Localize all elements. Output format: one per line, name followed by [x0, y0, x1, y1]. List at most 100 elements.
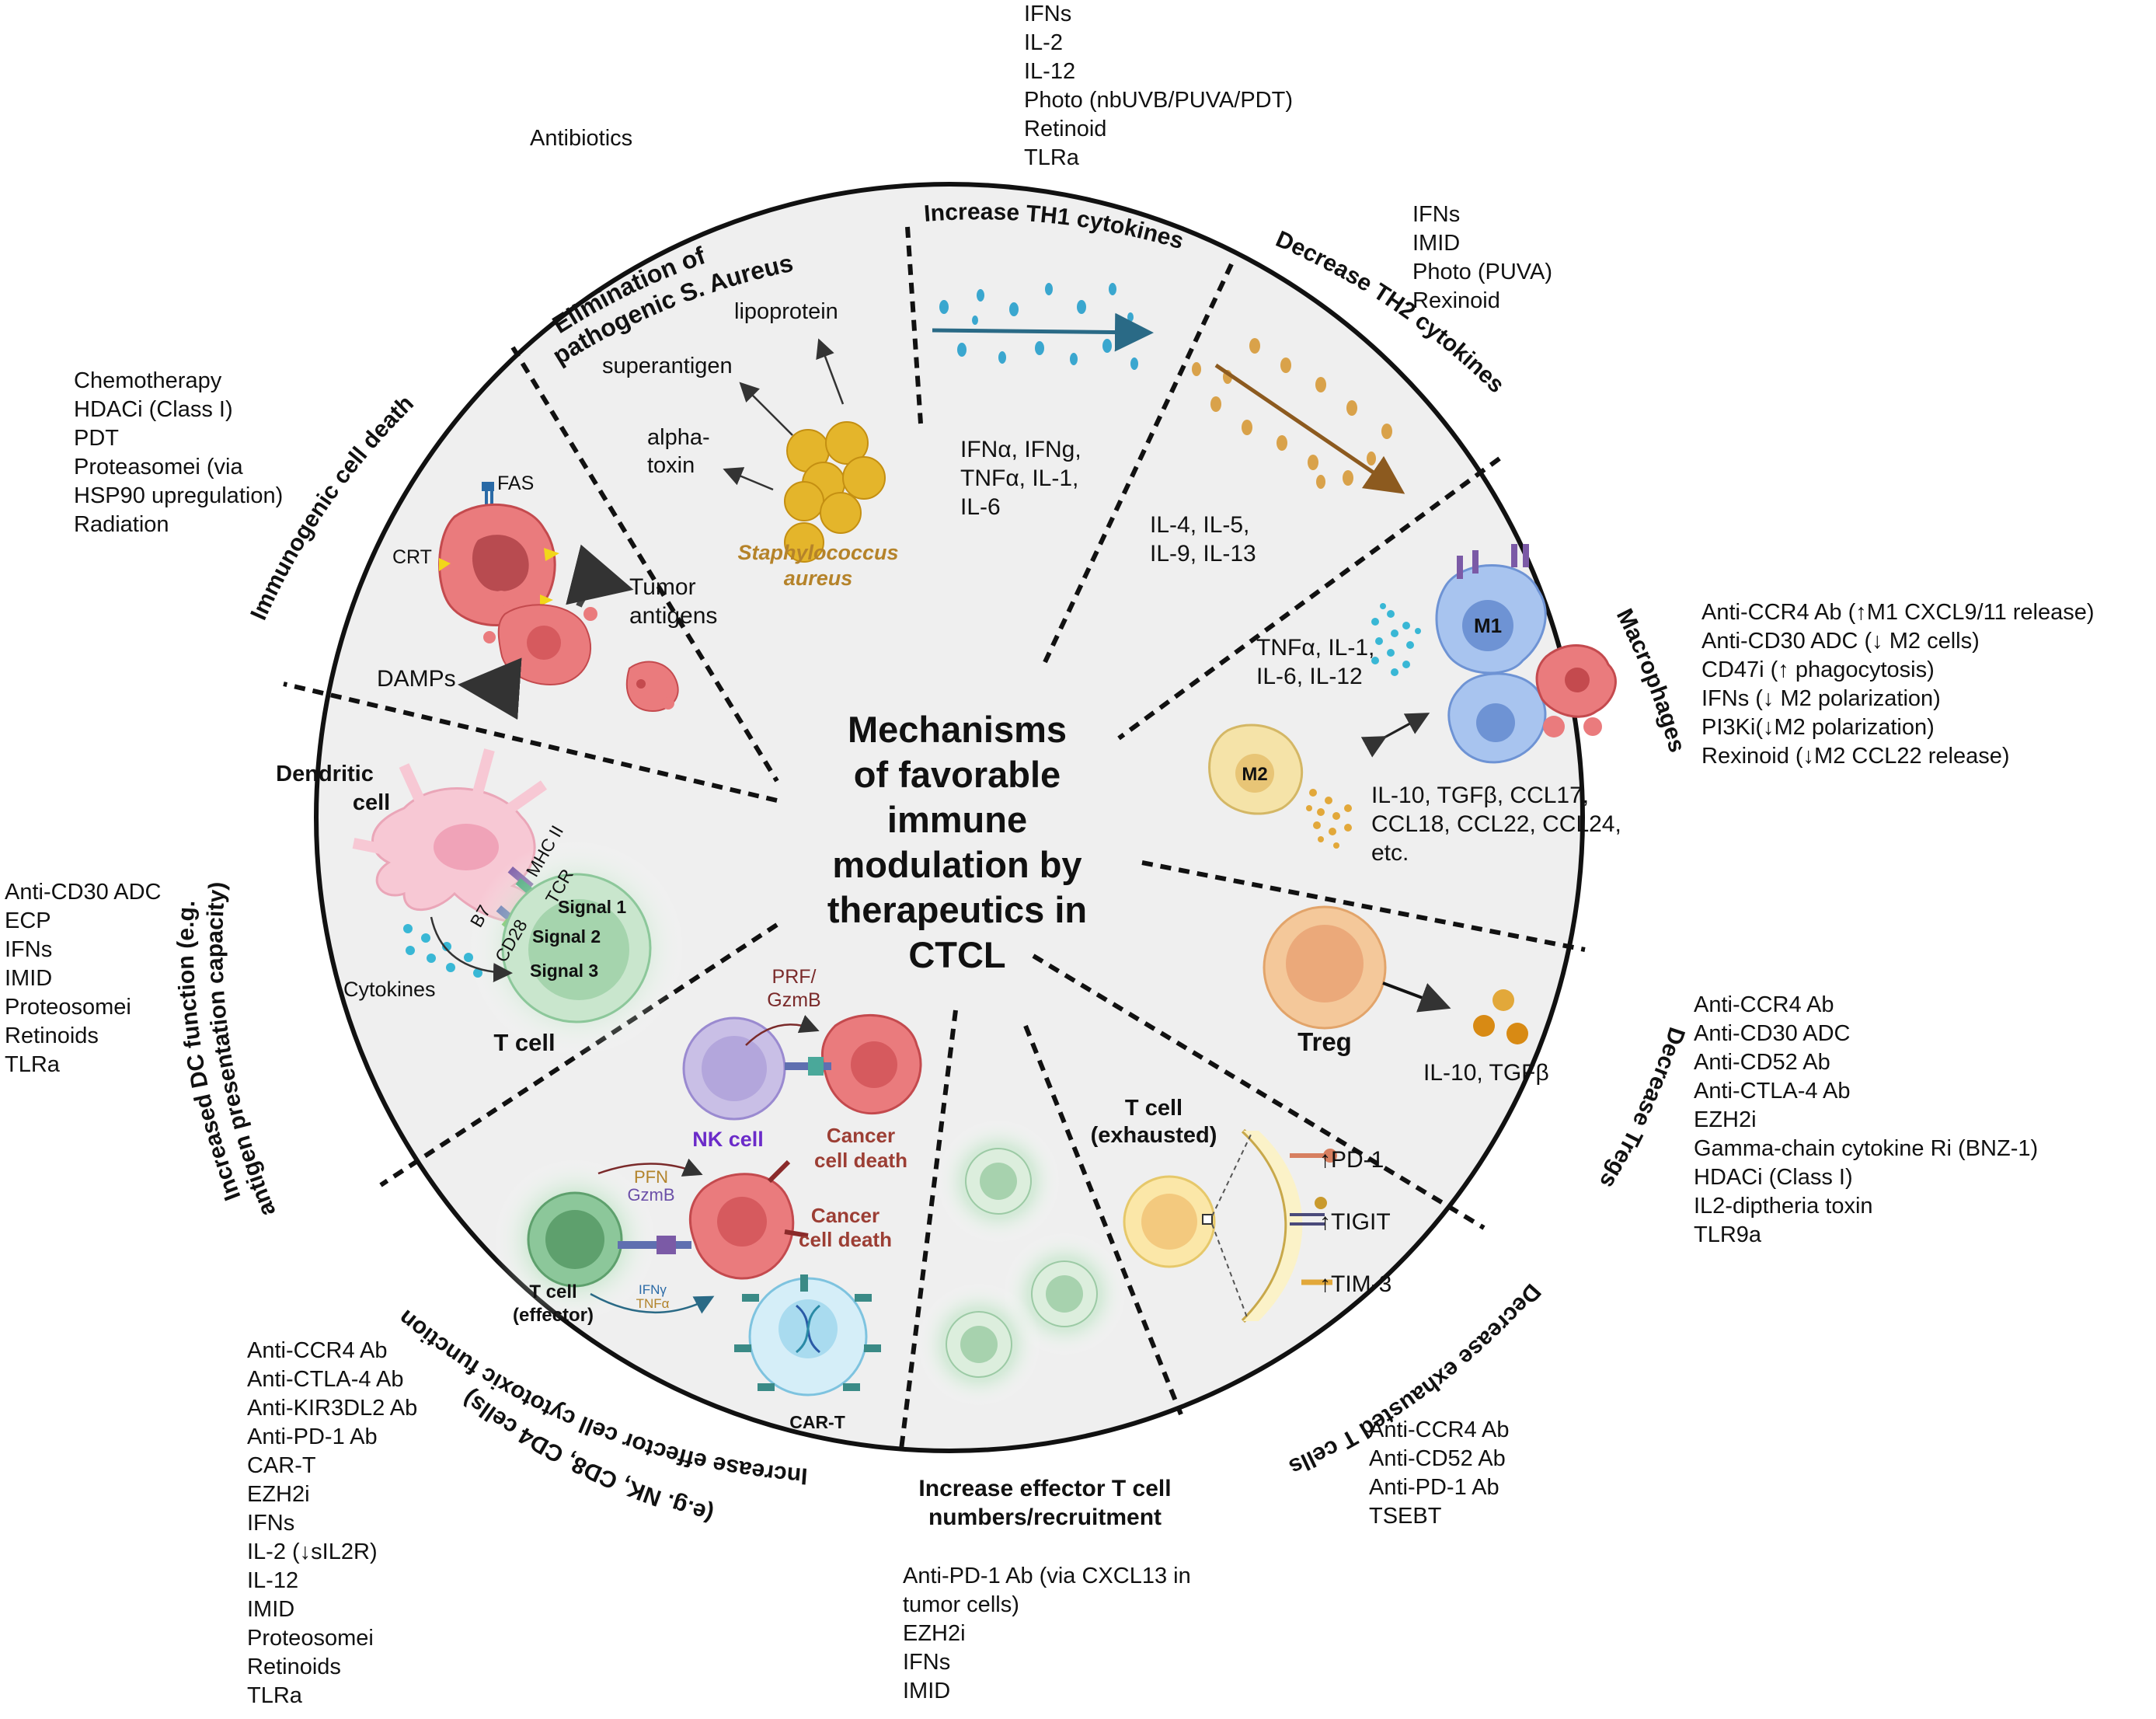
- crt-label: CRT: [392, 546, 432, 568]
- nk-target-cancer-cell: [785, 1013, 922, 1115]
- macrophage-therapy: CD47i (↑ phagocytosis): [1701, 657, 1935, 682]
- th1-therapy: IL-12: [1024, 59, 1076, 84]
- th2-inner-1: IL-4, IL-5,: [1150, 512, 1249, 538]
- signal-1-label: Signal 1: [558, 897, 626, 917]
- treg-therapy: Anti-CD30 ADC: [1694, 1021, 1851, 1046]
- m2-cytokines-2: CCL18, CCL22, CCL24,: [1371, 811, 1621, 837]
- recruit-therapy: EZH2i: [903, 1621, 966, 1646]
- recruit-therapy: Anti-PD-1 Ab (via CXCL13 in: [903, 1564, 1191, 1588]
- ifn-label-1: IFNγ: [639, 1282, 667, 1297]
- signal-3-label: Signal 3: [530, 961, 598, 981]
- macrophage-therapy: Rexinoid (↓M2 CCL22 release): [1701, 744, 2010, 769]
- treg-therapy: TLR9a: [1694, 1222, 1762, 1247]
- th2-therapy: Rexinoid: [1412, 288, 1500, 313]
- dying-tumor-cell: [438, 503, 559, 626]
- macrophages-title: Macrophages: [1611, 605, 1690, 755]
- th1-therapy: Retinoid: [1024, 117, 1107, 141]
- effector-therapy: Retinoids: [247, 1654, 341, 1679]
- icd-therapy: Radiation: [74, 512, 169, 537]
- effector-therapy: Anti-CCR4 Ab: [247, 1338, 388, 1363]
- nk-cell: [682, 1016, 786, 1121]
- cytokines-label: Cytokines: [343, 978, 436, 1001]
- macrophage-therapy: PI3Ki(↓M2 polarization): [1701, 715, 1935, 740]
- tim3-marker: ↑TIM-3: [1319, 1271, 1391, 1297]
- damps-arrow: [458, 657, 522, 720]
- lipoprotein-label: lipoprotein: [734, 299, 838, 324]
- th2-cytokine-dots: [1192, 338, 1392, 489]
- center-title-line-4: modulation by: [832, 844, 1081, 885]
- treg-therapy: Anti-CCR4 Ab: [1694, 992, 1834, 1017]
- prf-label-2: GzmB: [767, 989, 820, 1011]
- center-title-line-2: of favorable: [854, 754, 1061, 795]
- exhausted-cell-label-1: T cell: [1125, 1096, 1182, 1121]
- staph-label-2: aureus: [784, 567, 853, 590]
- m2-cytokines-3: etc.: [1371, 840, 1409, 866]
- tumor-antigen-arrow: [566, 544, 634, 608]
- effector-therapy: Anti-KIR3DL2 Ab: [247, 1396, 418, 1421]
- m2-cytokines-1: IL-10, TGFβ, CCL17,: [1371, 783, 1589, 808]
- effector-ifn-arrow: [590, 1292, 715, 1314]
- th1-therapy: Photo (nbUVB/PUVA/PDT): [1024, 88, 1293, 113]
- pfn-label-1: PFN: [634, 1167, 668, 1187]
- effector-therapy: EZH2i: [247, 1482, 310, 1507]
- recruit-therapy: tumor cells): [903, 1592, 1019, 1617]
- pfn-label-2: GzmB: [627, 1185, 674, 1205]
- effector-therapy: CAR-T: [247, 1453, 316, 1478]
- car-t-label: CAR-T: [789, 1412, 845, 1432]
- staph-label-1: Staphylococcus: [737, 541, 898, 564]
- nk-death-label-1: Cancer: [827, 1124, 895, 1147]
- effector-therapy: Anti-PD-1 Ab: [247, 1424, 378, 1449]
- m1-cytokines-2: IL-6, IL-12: [1256, 664, 1363, 689]
- recruit-therapy: IMID: [903, 1679, 951, 1703]
- tregs-title-path: Decrease Tregs: [1594, 1024, 1689, 1193]
- effector-therapy: IL-12: [247, 1568, 299, 1593]
- icd-therapy: HSP90 upregulation): [74, 483, 284, 508]
- dc-cytokine-dots: [403, 924, 482, 978]
- effector-t-cell: [493, 1158, 657, 1321]
- saureus-therapy: Antibiotics: [530, 126, 633, 151]
- treg-therapy: Anti-CD52 Ab: [1694, 1050, 1830, 1075]
- center-title-line-6: CTCL: [908, 934, 1005, 975]
- recruit-title-line-1: Increase effector T cell: [918, 1476, 1171, 1501]
- exhausted-membrane-zoom: [1211, 1128, 1337, 1323]
- treg-therapy: Gamma-chain cytokine Ri (BNZ-1): [1694, 1136, 2039, 1161]
- macrophage-therapy: IFNs (↓ M2 polarization): [1701, 686, 1941, 711]
- recruit-title-line-2: numbers/recruitment: [928, 1505, 1162, 1530]
- effector-therapy: Proteosomei: [247, 1626, 374, 1651]
- icd-therapy: Chemotherapy: [74, 368, 222, 393]
- treg-therapy: EZH2i: [1694, 1107, 1757, 1132]
- alpha-toxin-label-1: alpha-: [647, 425, 710, 450]
- th2-decrease-arrow: [1214, 363, 1405, 494]
- dc-therapy: ECP: [5, 908, 51, 933]
- phagocytosed-cancer-cell: [1535, 644, 1617, 737]
- treg-therapy: Anti-CTLA-4 Ab: [1694, 1079, 1851, 1104]
- icd-therapy: PDT: [74, 426, 119, 451]
- recruit-therapy: IFNs: [903, 1650, 951, 1675]
- recruited-t-cells: [917, 1119, 1127, 1407]
- dc-t-cell: [468, 839, 685, 1057]
- dc-therapy: TLRa: [5, 1052, 60, 1077]
- alpha-toxin-label-2: toxin: [647, 453, 695, 478]
- dc-therapy: Anti-CD30 ADC: [5, 880, 162, 905]
- m1-cytokines-1: TNFα, IL-1,: [1256, 635, 1374, 661]
- effector-death-label-1: Cancer: [811, 1204, 879, 1227]
- th1-therapy: IFNs: [1024, 2, 1072, 26]
- dc-tcell-label: T cell: [493, 1029, 555, 1056]
- center-title: Mechanisms of favorable immune modulatio…: [827, 709, 1087, 975]
- center-title-line-3: immune: [887, 799, 1027, 840]
- signal-2-label: Signal 2: [532, 926, 601, 947]
- tigit-marker: ↑TIGIT: [1319, 1209, 1391, 1235]
- m2-label: M2: [1242, 764, 1267, 785]
- th2-therapy: IFNs: [1412, 202, 1461, 227]
- th1-therapy: IL-2: [1024, 30, 1063, 55]
- dc-therapy: IFNs: [5, 937, 53, 962]
- th2-therapy: IMID: [1412, 231, 1461, 256]
- tumor-antigens-label-2: antigens: [629, 603, 717, 629]
- m2-macrophage: M2: [1208, 724, 1304, 815]
- treg-cell: [1263, 905, 1387, 1030]
- treg-cytokine-spheres: [1473, 989, 1528, 1044]
- m1-macrophage: M1: [1435, 544, 1547, 764]
- exhausted-therapy: Anti-CCR4 Ab: [1369, 1417, 1510, 1442]
- effector-therapy: Anti-CTLA-4 Ab: [247, 1367, 404, 1392]
- effector-target-cancer-cell: [618, 1159, 809, 1280]
